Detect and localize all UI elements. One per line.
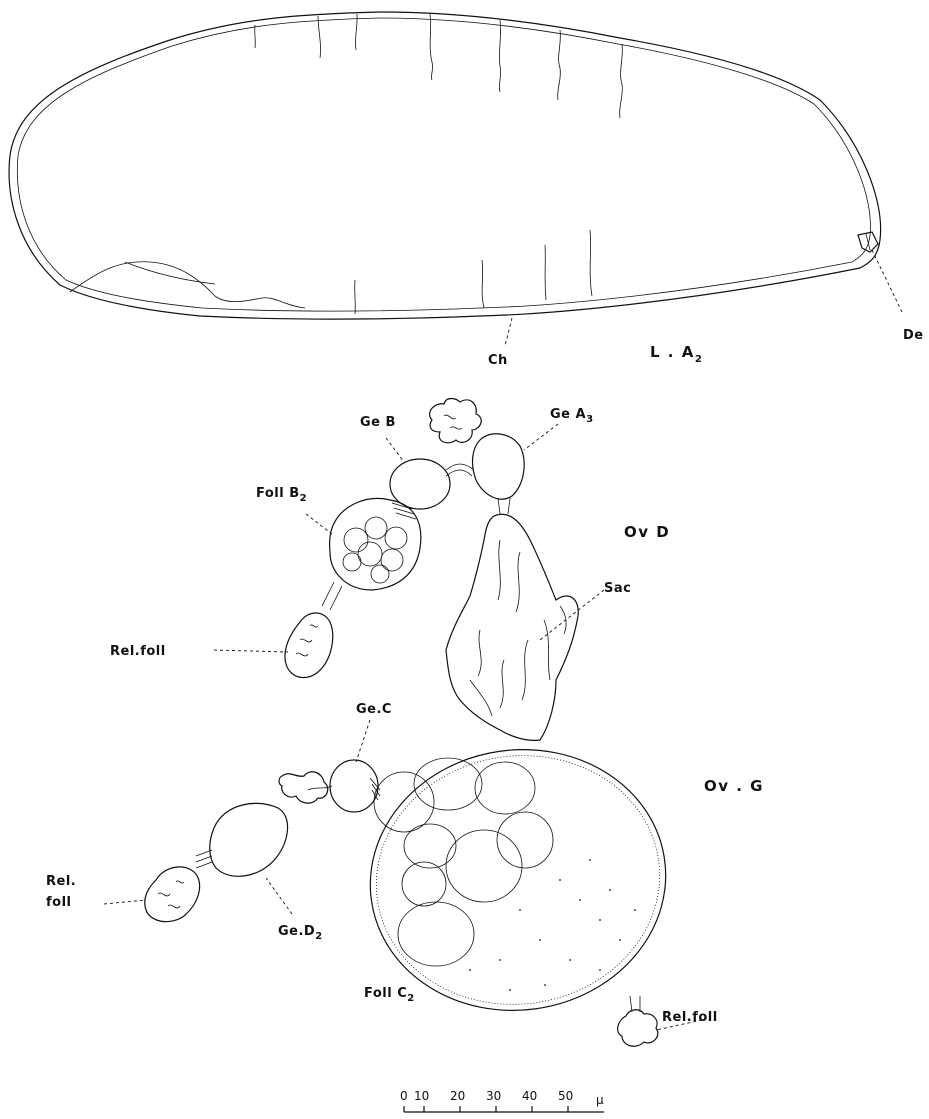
label-ov-d: Ov D [624,523,670,541]
label-rel-foll-d: Rel.foll [110,644,166,659]
leader-de [872,250,902,312]
segment-line [499,20,500,92]
crumpled-tissue [430,399,482,443]
leader-ge-c [356,720,370,762]
larva-outline-inner [17,18,870,311]
nurse-cells [343,517,407,583]
tissue-squiggle [444,415,462,429]
label-rel-foll-left-1: Rel. [46,874,76,889]
residual-squiggle [296,625,318,656]
label-foll-b2: Foll B2 [256,486,307,504]
follicle-c2-cells [374,758,553,966]
germarium-b [390,459,450,509]
label-ge-c: Ge.C [356,702,392,717]
sac [446,514,578,740]
label-foll-c2: Foll C2 [364,986,415,1004]
scale-tick-label: 20 [450,1089,465,1103]
label-ge-d2: Ge.D2 [278,924,323,942]
segment-line [255,25,256,48]
label-ge-a3: Ge A3 [550,407,594,425]
label-ge-b: Ge B [360,415,396,430]
follicle-c2-inner [360,737,676,1022]
ovary-d-drawing [214,399,604,741]
scale-bar: 0 10 20 30 40 50 μ [400,1089,604,1112]
segment-line [355,280,356,314]
leader-rel-foll [214,650,288,652]
label-rel-foll-right: Rel.foll [662,1010,718,1025]
residual-follicle-left [145,867,200,922]
germarium-a3 [473,434,525,499]
segment-line [430,14,433,80]
scale-tick-label: 10 [414,1089,429,1103]
leader-ge-d2 [266,878,292,914]
label-ch: Ch [488,353,508,368]
stalk [322,582,342,610]
segment-line [355,14,357,50]
scale-tick-label: 0 [400,1089,408,1103]
segment-line [620,44,623,118]
segment-line [318,16,321,58]
residual-follicle-d [285,613,333,678]
label-la: L . A2 [650,343,703,365]
scale-tick-label: 30 [486,1089,501,1103]
leader-ge-b [386,438,404,462]
sac-wrinkle [470,540,566,716]
segment-line [482,260,484,308]
leader-ch [505,318,512,346]
germarium-c [330,760,378,812]
scale-unit: μ [596,1093,604,1107]
larva-drawing [9,12,902,346]
segment-line [590,230,592,296]
leader-foll-b [306,514,332,534]
stalk-crossing [446,464,474,476]
segment-line [558,30,561,100]
residual-follicle-right [618,1010,658,1047]
germarium-d2 [210,803,288,876]
residual-squiggle [158,881,184,908]
crumpled-tissue-g [279,772,328,803]
label-sac: Sac [604,581,631,596]
scale-tick-label: 50 [558,1089,573,1103]
label-de: De [903,328,924,343]
scale-tick-label: 40 [522,1089,537,1103]
segment-line [545,245,546,300]
leader-rel-foll-left [104,900,146,904]
label-rel-foll-left-2: foll [46,895,72,910]
hatching [370,778,380,800]
stalk [498,498,510,514]
leader-ge-a [524,424,558,450]
label-ov-g: Ov . G [704,777,764,795]
